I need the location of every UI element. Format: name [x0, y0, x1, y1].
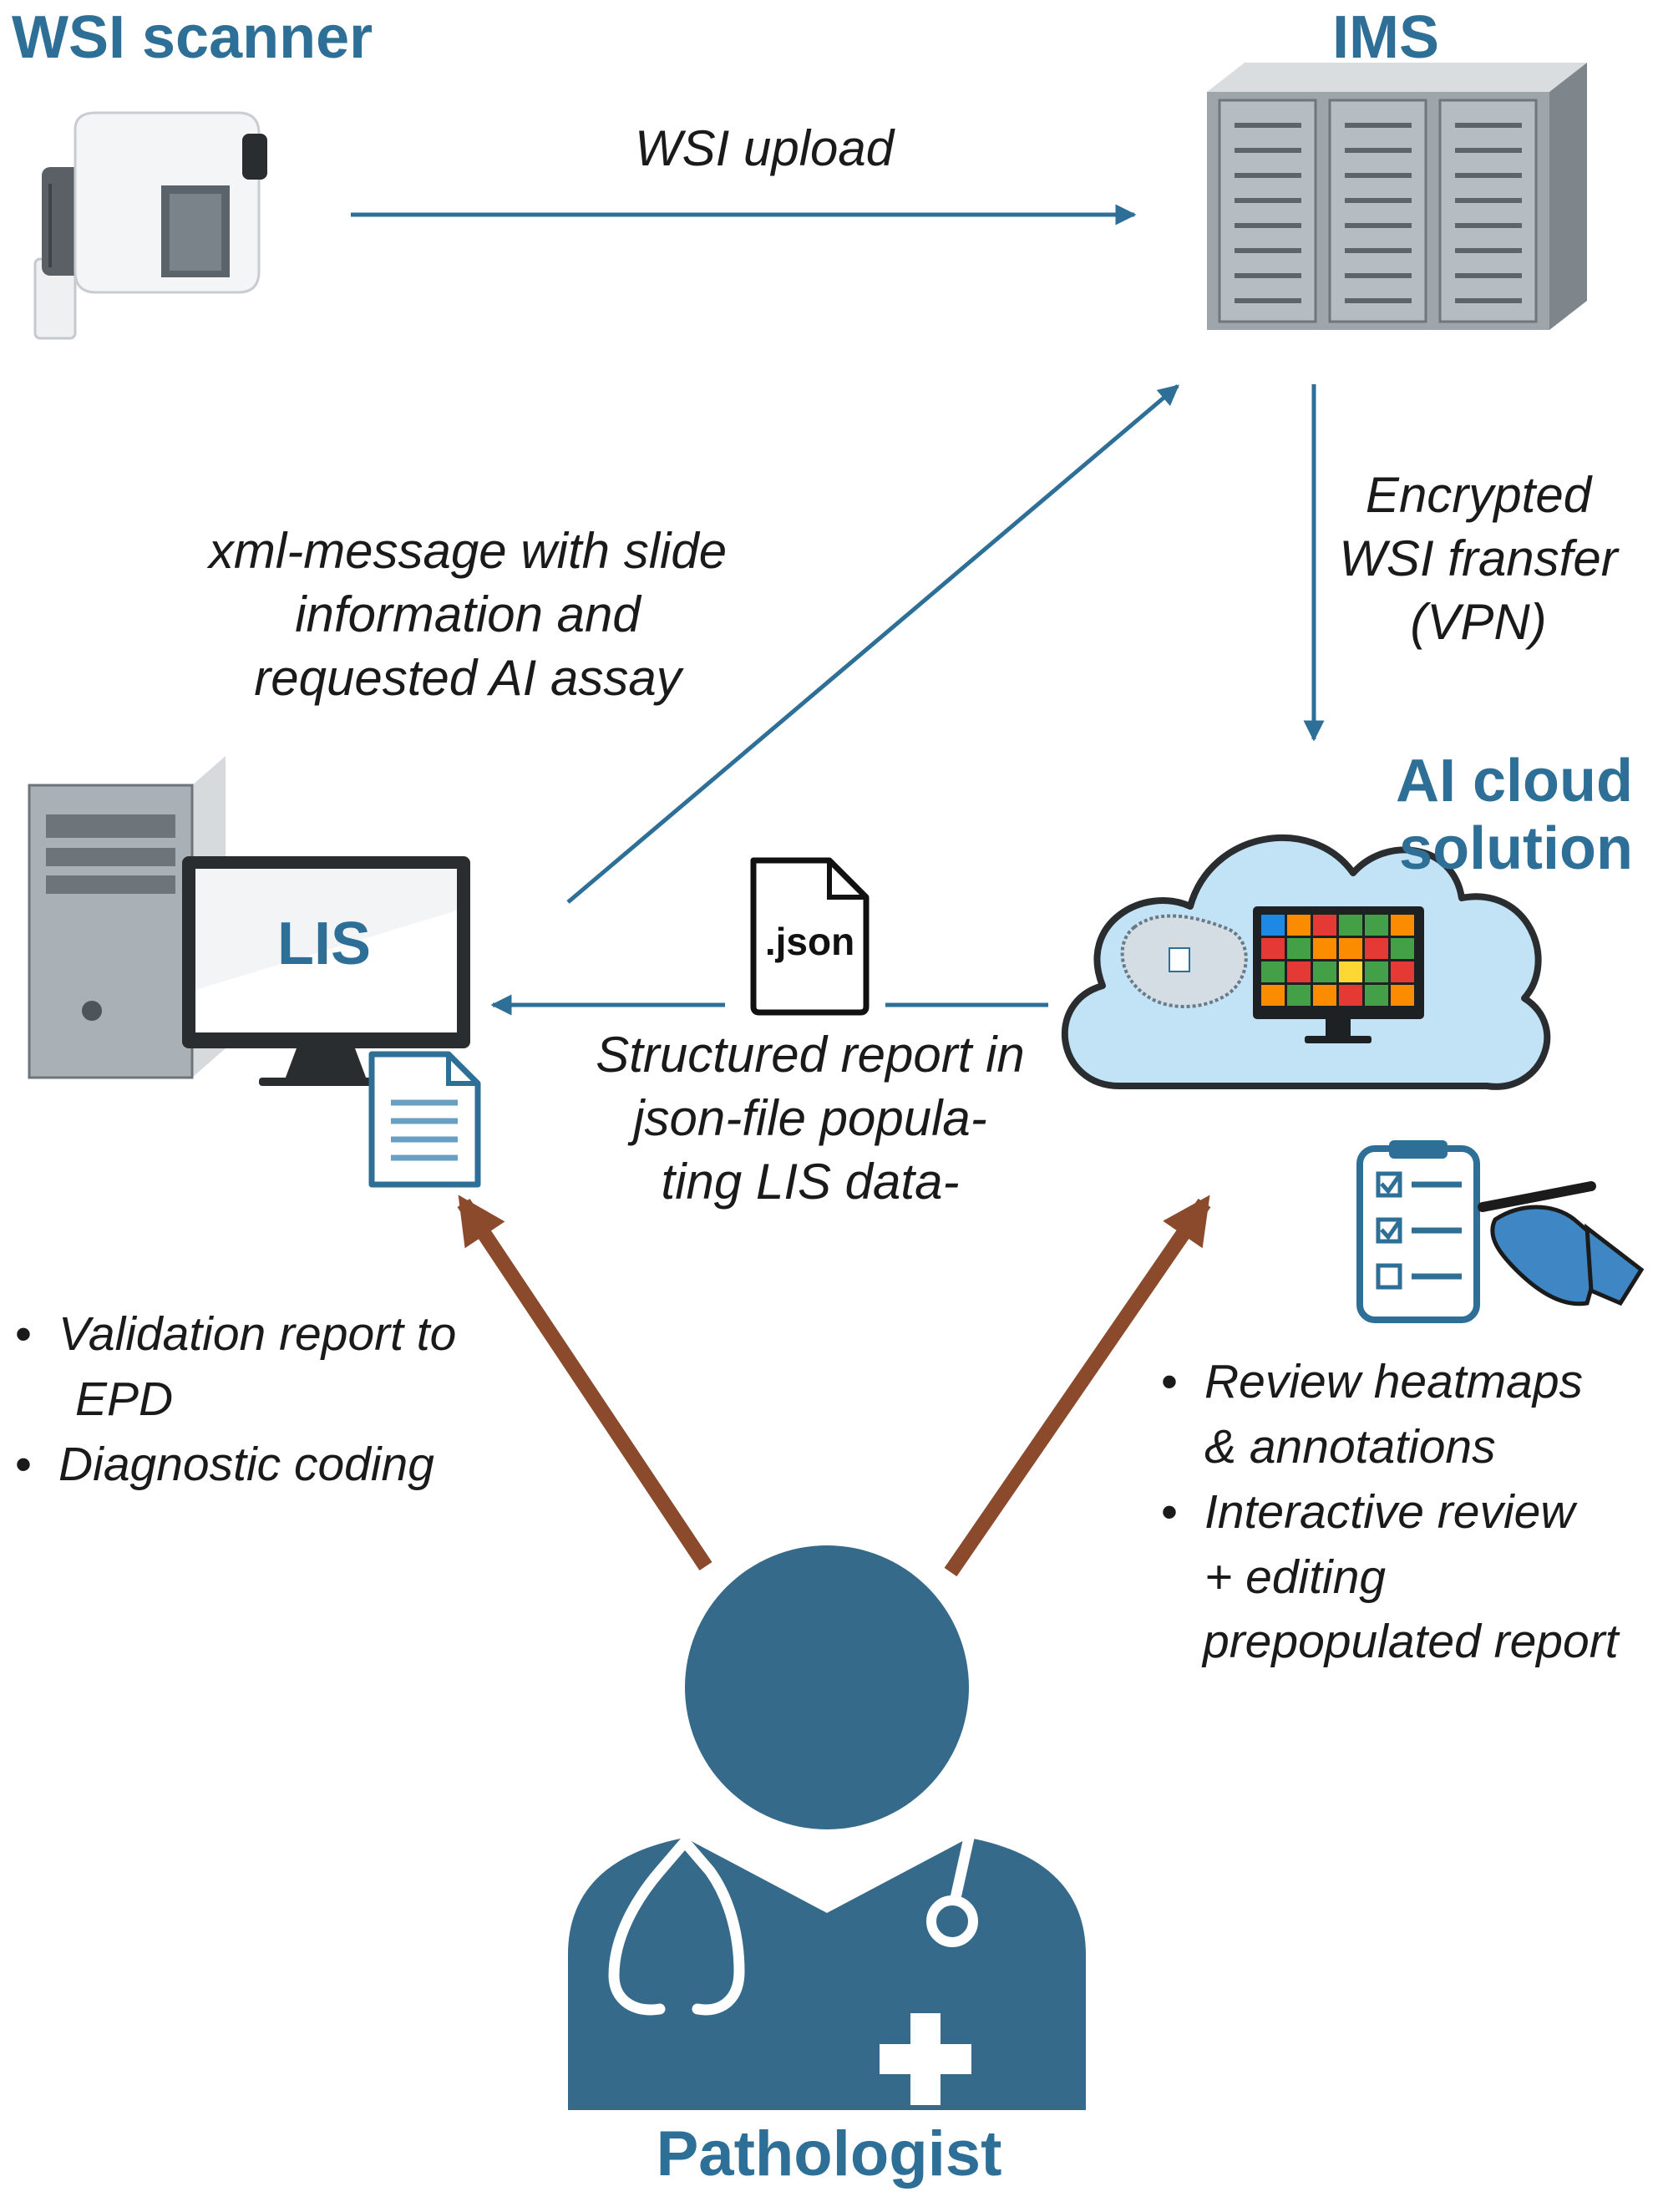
server-rack-icon	[1207, 63, 1587, 330]
json-file-icon	[750, 857, 870, 1016]
ai-task-text: Review heatmaps	[1204, 1355, 1584, 1408]
heatmap-cell	[1313, 938, 1336, 959]
heatmap-cell	[1339, 961, 1362, 982]
pathologist-to-lis-arrow	[457, 1195, 712, 1570]
heatmap-cell	[1339, 915, 1362, 936]
xml-line-3: requested AI assay	[254, 650, 682, 706]
heatmap-cell	[1339, 985, 1362, 1006]
ims-title: IMS	[1332, 4, 1440, 71]
ai-task-text: Interactive review	[1204, 1485, 1575, 1539]
heatmap-cell	[1261, 961, 1285, 982]
wsi-scanner-title: WSI scanner	[12, 4, 373, 71]
heatmap-cell	[1391, 961, 1414, 982]
ai-task-item: Interactive review + editing	[1154, 1479, 1583, 1610]
heatmap-cell	[1391, 915, 1414, 936]
pathologist-title: Pathologist	[656, 2118, 1002, 2189]
encrypted-transfer-label: Encrypted WSI fransfer (VPN)	[1328, 464, 1629, 654]
document-icon	[368, 1051, 481, 1188]
xml-message-arrow	[566, 384, 1179, 904]
heatmap-cell	[1391, 938, 1414, 959]
lis-task-text-cont: EPD	[75, 1372, 174, 1426]
xml-line-2: information and	[295, 586, 641, 642]
heatmap-grid	[1261, 915, 1414, 1006]
lis-task-item: Diagnostic coding	[8, 1432, 456, 1497]
lis-task-text: Diagnostic coding	[58, 1438, 434, 1491]
heatmap-cell	[1365, 915, 1388, 936]
encrypted-line-2: WSI fransfer	[1339, 530, 1618, 586]
cloud-heatmap-icon	[1061, 834, 1551, 1090]
heatmap-cell	[1313, 961, 1336, 982]
heatmap-cell	[1261, 938, 1285, 959]
json-file-label: .json	[764, 920, 855, 963]
heatmap-cell	[1339, 938, 1362, 959]
ai-task-text-cont: + editing	[1204, 1550, 1387, 1604]
ai-cloud-title: AI cloud solution	[1391, 748, 1633, 882]
lis-task-list: Validation report to EPD Diagnostic codi…	[8, 1301, 456, 1497]
json-line-3: ting LIS data-	[661, 1154, 960, 1210]
lis-title: LIS	[277, 911, 372, 977]
ai-cloud-title-line2: solution	[1399, 814, 1633, 882]
ai-task-text-cont: & annotations	[1204, 1420, 1496, 1474]
heatmap-cell	[1365, 938, 1388, 959]
encrypted-line-1: Encrypted	[1365, 467, 1592, 523]
lis-task-item: Validation report to EPD	[8, 1301, 456, 1432]
pathologist-to-ai-arrow	[944, 1195, 1211, 1577]
heatmap-cell	[1287, 985, 1311, 1006]
doctor-avatar-icon	[568, 1545, 1086, 2110]
desktop-computer-icon	[28, 756, 470, 1086]
encrypted-line-3: (VPN)	[1410, 594, 1547, 650]
heatmap-cell	[1391, 985, 1414, 1006]
heatmap-cell	[1261, 915, 1285, 936]
json-report-label: Structured report in json-file popula- t…	[535, 1023, 1086, 1214]
heatmap-cell	[1261, 985, 1285, 1006]
heatmap-cell	[1365, 961, 1388, 982]
heatmap-cell	[1287, 938, 1311, 959]
ai-task-text-last: prepopulated report	[1203, 1615, 1619, 1668]
wsi-upload-label: WSI upload	[635, 120, 895, 176]
ai-cloud-title-line1: AI cloud	[1396, 748, 1633, 814]
heatmap-cell	[1287, 961, 1311, 982]
xml-line-1: xml-message with slide	[208, 523, 728, 579]
wsi-scanner-icon	[33, 111, 267, 340]
ai-task-list: Review heatmaps & annotations Interactiv…	[1154, 1349, 1583, 1610]
heatmap-cell	[1313, 915, 1336, 936]
ai-task-item: Review heatmaps & annotations	[1154, 1349, 1583, 1479]
checklist-review-icon	[1356, 1140, 1645, 1323]
heatmap-cell	[1287, 915, 1311, 936]
json-line-1: Structured report in	[596, 1027, 1025, 1083]
lis-task-text: Validation report to	[58, 1307, 457, 1361]
json-line-2: json-file popula-	[633, 1090, 987, 1146]
xml-message-label: xml-message with slide information and r…	[184, 520, 752, 710]
heatmap-cell	[1313, 985, 1336, 1006]
heatmap-cell	[1365, 985, 1388, 1006]
